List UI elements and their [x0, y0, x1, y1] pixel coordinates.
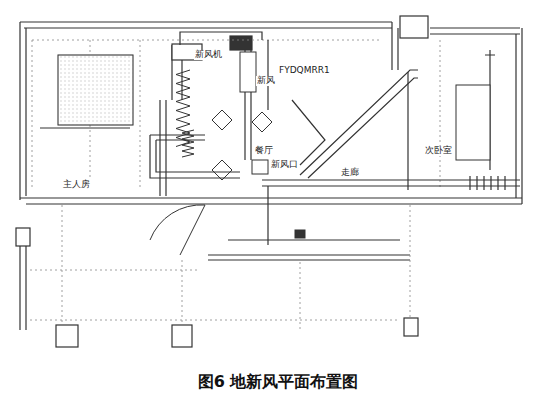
duct-tick [497, 176, 498, 190]
wall-line [208, 259, 410, 260]
duct [156, 140, 240, 172]
wall-line [521, 28, 522, 204]
pipe-line [40, 128, 130, 129]
duct [267, 186, 268, 245]
outlet-box [295, 230, 305, 238]
duct-tick [490, 176, 491, 190]
column [16, 228, 30, 246]
duct-tick [469, 176, 470, 190]
duct [308, 78, 418, 178]
duct [156, 139, 205, 140]
diffuser-diamond [252, 112, 272, 132]
fan-unit [240, 52, 256, 92]
duct [292, 100, 325, 165]
grid-line [32, 40, 380, 41]
wall-line [165, 100, 166, 196]
plan-group [16, 16, 522, 347]
wall-line [430, 33, 520, 34]
column [172, 325, 192, 347]
plan-group [40, 52, 495, 255]
grid-line [410, 205, 411, 318]
unit-box [230, 36, 252, 50]
pipe-line [485, 55, 495, 56]
wall-line [391, 22, 392, 28]
plan-group [150, 32, 520, 245]
wall-line [26, 203, 522, 204]
column [400, 16, 428, 38]
outlet-box [252, 160, 268, 174]
wall-line [397, 28, 398, 70]
wall-line [20, 21, 392, 22]
duct [262, 179, 520, 180]
grid-line [62, 205, 63, 325]
duct-tick [483, 176, 484, 190]
wall-line [20, 197, 522, 198]
duct-tick [476, 176, 477, 190]
wall-line [24, 27, 392, 28]
duct [150, 134, 205, 135]
wall-line [391, 28, 392, 70]
wall-line [19, 22, 20, 200]
plan-group [30, 40, 440, 330]
column [56, 325, 78, 347]
grid-line [32, 40, 33, 190]
room-label: FYDQMRR1 [278, 66, 331, 76]
furniture [456, 85, 490, 160]
grid-line [30, 320, 400, 321]
wall-line [430, 27, 520, 28]
diffuser-diamond [212, 110, 232, 130]
room-label: 新风 [256, 76, 276, 86]
bed [58, 55, 133, 125]
duct [407, 72, 408, 190]
flex-duct [182, 130, 194, 157]
room-label: 新风口 [270, 160, 299, 170]
room-label: 餐厅 [254, 146, 274, 156]
room-label: 新风机 [194, 50, 223, 60]
figure-caption: 图6 地新风平面布置图 [198, 372, 359, 393]
room-label: 次卧室 [424, 146, 453, 156]
wall-line [25, 28, 26, 196]
wall-line [159, 100, 160, 196]
diffuser-diamond [212, 160, 232, 180]
door-leaf [180, 205, 205, 255]
bed-fill [58, 55, 133, 125]
room-label: 走廊 [340, 168, 360, 178]
duct [267, 40, 268, 110]
duct [150, 135, 240, 178]
duct [300, 70, 418, 175]
flex-duct [176, 70, 190, 147]
wall-line [515, 34, 516, 198]
grid-line [440, 40, 441, 190]
column [404, 318, 418, 336]
duct-tick [504, 176, 505, 190]
grid-line [30, 270, 200, 271]
room-label: 主人房 [62, 180, 91, 190]
duct [180, 32, 262, 45]
wall-line [208, 254, 410, 255]
grid-line [140, 40, 141, 190]
duct [228, 239, 400, 240]
door-swing [150, 205, 205, 240]
duct [262, 185, 520, 186]
